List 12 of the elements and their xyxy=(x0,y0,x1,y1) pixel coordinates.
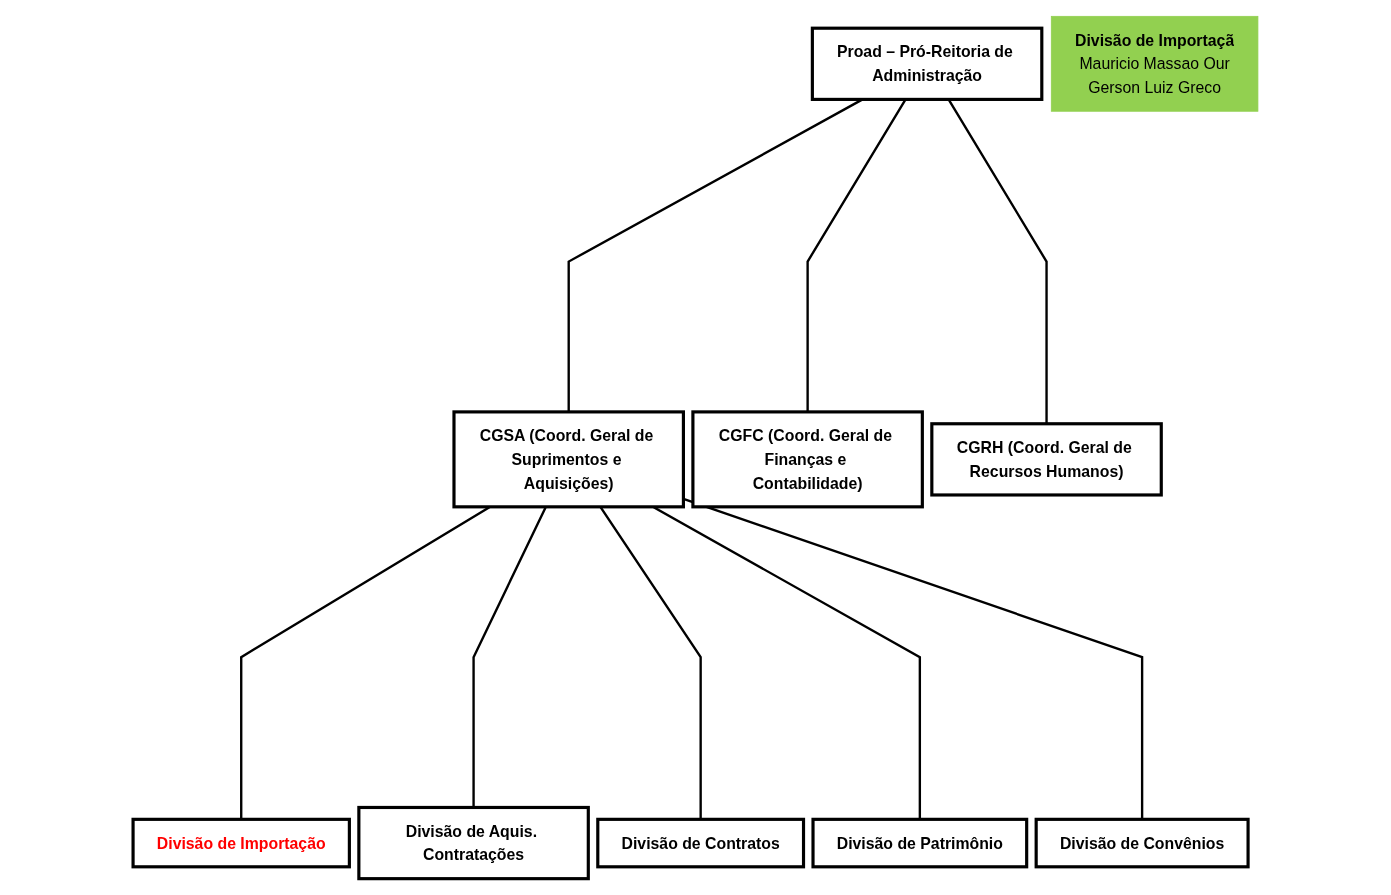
node-box: CGFC (Coord. Geral de Finanças e Contabilidade) xyxy=(691,410,924,509)
node-box: CGRH (Coord. Geral de Recursos Humanos) xyxy=(930,422,1163,497)
node-box: Divisão de Convênios xyxy=(1034,817,1250,869)
connector xyxy=(599,506,702,820)
node-box: Divisão de Patrimônio xyxy=(811,817,1029,869)
node-box: Divisão de Importaçã Mauricio Massao Our Gerson Luiz Greco xyxy=(1050,15,1259,112)
connector xyxy=(472,506,547,808)
node-box: Divisão de Contratos xyxy=(596,817,806,869)
node-box: CGSA (Coord. Geral de Suprimentos e Aquisições) xyxy=(452,410,685,509)
node-box: Proad – Pró-Reitoria de Administração xyxy=(810,26,1044,101)
node-box: Divisão de Aquis. Contratações xyxy=(357,805,590,881)
node-box: Divisão de Importação xyxy=(131,817,351,869)
